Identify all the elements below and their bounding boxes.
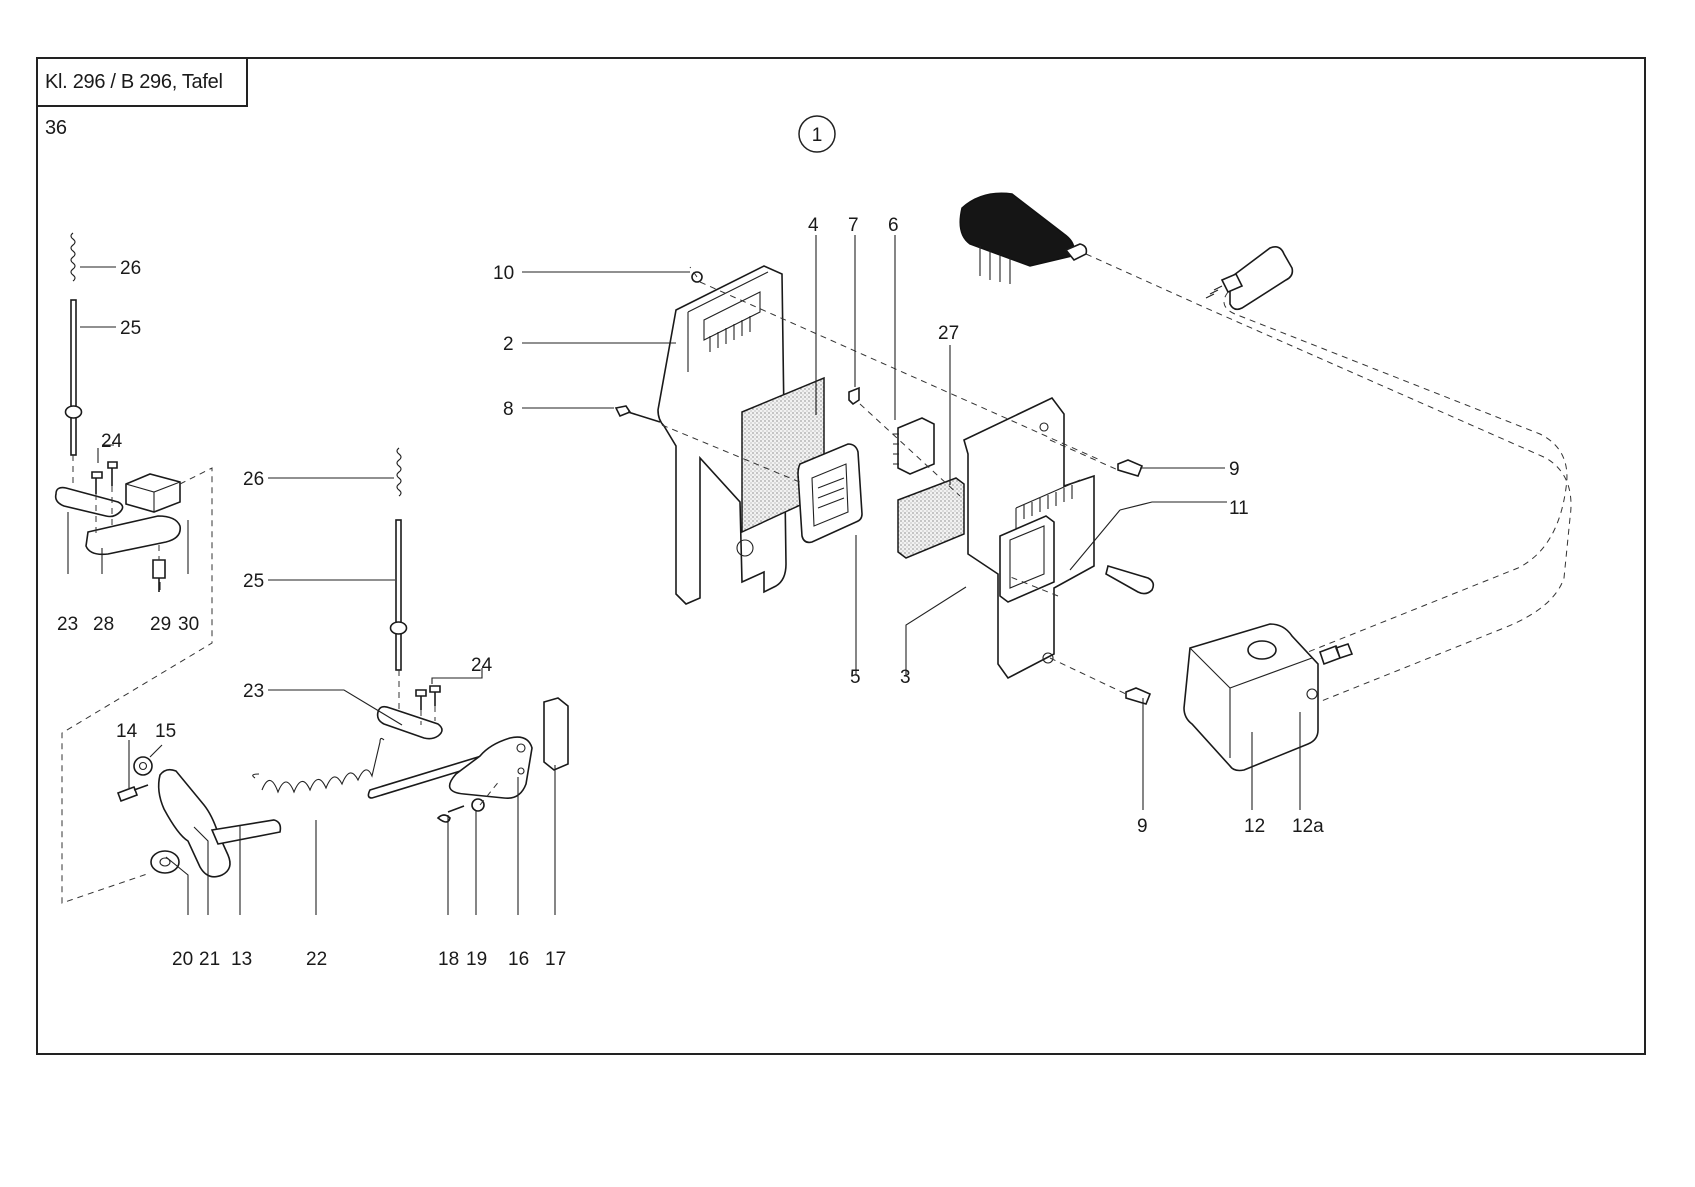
callout-11: 11 <box>1229 498 1249 519</box>
screw-part <box>438 806 464 822</box>
washer-part <box>134 757 152 775</box>
screw-part <box>153 560 165 592</box>
spring-part <box>253 738 384 792</box>
screw-part <box>1126 688 1150 704</box>
callout-20: 20 <box>172 949 193 970</box>
gasket-part <box>898 478 964 558</box>
callout-21: 21 <box>199 949 220 970</box>
callout-23: 23 <box>57 614 78 635</box>
callout-2: 2 <box>503 334 514 355</box>
shaft-part <box>212 820 280 844</box>
svg-text:1: 1 <box>812 125 823 146</box>
callout-3: 3 <box>900 667 911 688</box>
connector-part <box>898 418 934 474</box>
group-marker: 1 <box>799 116 835 152</box>
callout-24: 24 <box>101 431 123 452</box>
callout-13: 13 <box>231 949 252 970</box>
callout-9: 9 <box>1229 459 1240 480</box>
callout-18: 18 <box>438 949 459 970</box>
connector-part <box>1230 247 1292 309</box>
callout-7: 7 <box>848 215 859 236</box>
callout-26: 26 <box>243 469 264 490</box>
screw-part <box>416 686 440 710</box>
screw-part <box>118 785 148 801</box>
callout-26: 26 <box>120 258 141 279</box>
cable-gland-part <box>1320 644 1352 664</box>
callout-27: 27 <box>938 323 959 344</box>
callout-6: 6 <box>888 215 899 236</box>
callout-19: 19 <box>466 949 487 970</box>
collar-part <box>391 622 407 634</box>
spring-part <box>71 233 75 281</box>
plate-part <box>544 698 568 770</box>
callout-25: 25 <box>120 318 141 339</box>
plug-part <box>960 193 1074 266</box>
callout-8: 8 <box>503 399 514 420</box>
rod-part <box>396 520 401 670</box>
screw-part <box>92 462 117 494</box>
callout-24: 24 <box>471 655 493 676</box>
callout-14: 14 <box>116 721 138 742</box>
callout-4: 4 <box>808 215 819 236</box>
center-assembly <box>616 266 1100 678</box>
left-lower-assembly <box>118 448 568 877</box>
plate-part <box>378 707 442 739</box>
callout-30: 30 <box>178 614 199 635</box>
washer-part <box>472 799 484 811</box>
callout-15: 15 <box>155 721 176 742</box>
callout-17: 17 <box>545 949 566 970</box>
callout-29: 29 <box>150 614 171 635</box>
callout-22: 22 <box>306 949 327 970</box>
screw-part <box>616 406 660 422</box>
collar-part <box>66 406 82 418</box>
nut-part <box>151 851 179 873</box>
screw-part <box>1106 566 1153 594</box>
callout-25: 25 <box>243 571 264 592</box>
callout-12: 12 <box>1244 816 1265 837</box>
callout-9: 9 <box>1137 816 1148 837</box>
block-part <box>126 474 180 512</box>
callout-10: 10 <box>493 263 514 284</box>
bracket-part <box>86 516 180 554</box>
screw-part <box>1118 460 1142 476</box>
spring-part <box>397 448 401 496</box>
callout-28: 28 <box>93 614 114 635</box>
callout-5: 5 <box>850 667 861 688</box>
plate-part <box>56 488 123 517</box>
clip-part <box>849 388 859 404</box>
callout-16: 16 <box>508 949 529 970</box>
callout-12a: 12a <box>1292 816 1324 837</box>
callout-23: 23 <box>243 681 264 702</box>
rod-part <box>71 300 76 455</box>
